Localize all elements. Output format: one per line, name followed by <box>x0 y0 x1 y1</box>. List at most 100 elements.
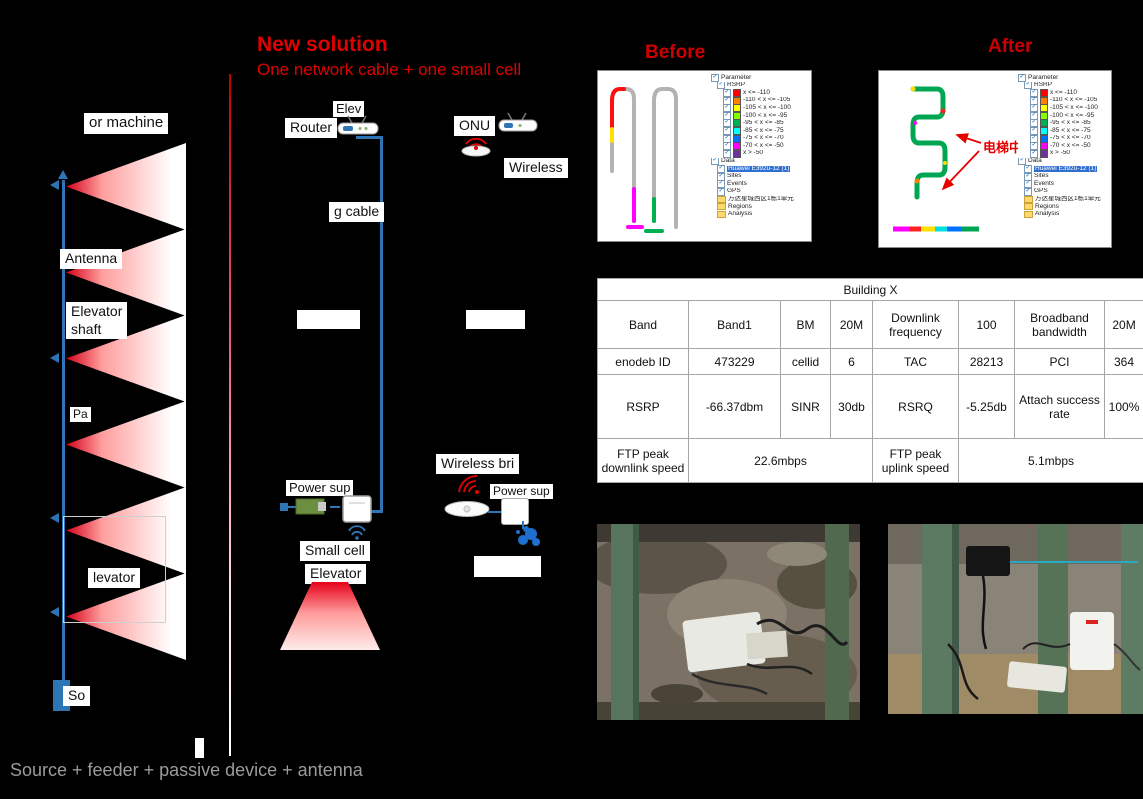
legend-item[interactable]: -70 < x <= -50 <box>723 142 809 150</box>
checkbox-icon[interactable] <box>723 134 731 143</box>
color-swatch <box>1040 119 1048 128</box>
checkbox-icon[interactable] <box>717 187 725 196</box>
tree-label: Regions <box>728 203 752 210</box>
legend-item[interactable]: -75 < x <= -70 <box>1030 134 1109 143</box>
checkbox-icon[interactable] <box>711 157 719 166</box>
tree-node-analysis[interactable]: Analysis <box>1024 211 1109 219</box>
checkbox-icon[interactable] <box>723 96 731 105</box>
checkbox-icon[interactable] <box>1030 104 1038 112</box>
cable-label: g cable <box>329 202 385 222</box>
feeder-arrow-icon <box>58 170 68 179</box>
legend-item[interactable]: x <= -110 <box>723 89 809 97</box>
tree-label: Sites <box>727 172 742 180</box>
network-cable <box>356 136 383 139</box>
folder-icon <box>717 203 726 211</box>
tree-node-regions[interactable]: Regions <box>1024 203 1109 211</box>
tree-label: GPS <box>1034 187 1048 195</box>
legend-item[interactable]: -95 < x <= -85 <box>723 119 809 128</box>
legend-item[interactable]: -85 < x <= -75 <box>723 127 809 135</box>
tree-node-parameter[interactable]: Parameter <box>1018 74 1109 82</box>
checkbox-icon[interactable] <box>717 165 725 173</box>
tree-node-site-folder[interactable]: 万达星城西区1栋1单元 <box>1024 196 1109 204</box>
checkbox-icon[interactable] <box>1024 180 1032 188</box>
tree-node-site-folder[interactable]: 万达星城西区1栋1单元 <box>717 196 809 204</box>
legend-item[interactable]: -75 < x <= -70 <box>723 134 809 143</box>
tree-node-gps[interactable]: GPS <box>1024 187 1109 196</box>
checkbox-icon[interactable] <box>1024 81 1032 90</box>
table-cell: enodeb ID <box>597 348 689 375</box>
wireless-transmitter-icon <box>458 134 494 163</box>
legend-item[interactable]: x > -50 <box>723 149 809 158</box>
legend-item[interactable]: x > -50 <box>1030 149 1109 158</box>
legend-item[interactable]: -110 < x <= -105 <box>1030 96 1109 105</box>
color-swatch <box>733 127 741 135</box>
checkbox-icon[interactable] <box>723 104 731 112</box>
checkbox-icon[interactable] <box>1030 111 1038 120</box>
checkbox-icon[interactable] <box>1030 96 1038 105</box>
legend-item[interactable]: -95 < x <= -85 <box>1030 119 1109 128</box>
blank-label-box <box>297 310 360 329</box>
tree-node-parameter[interactable]: Parameter <box>711 74 809 82</box>
table-cell: BM <box>780 300 831 349</box>
tree-node-rsrp[interactable]: RSRP <box>1024 81 1109 90</box>
onu-icon <box>496 112 540 139</box>
tree-node-data[interactable]: Data <box>711 157 809 166</box>
checkbox-icon[interactable] <box>1030 127 1038 135</box>
checkbox-icon[interactable] <box>1018 157 1026 166</box>
tree-node-device[interactable]: Huawei E392u-12 (1) <box>1024 165 1109 173</box>
checkbox-icon[interactable] <box>723 149 731 158</box>
coverage-cone <box>280 582 380 650</box>
checkbox-icon[interactable] <box>711 74 719 82</box>
tree-label: Analysis <box>1035 210 1060 218</box>
power-supply-label-2: Power sup <box>490 484 553 499</box>
antenna-beam <box>66 143 186 230</box>
tree-node-regions[interactable]: Regions <box>717 203 809 211</box>
tree-node-analysis[interactable]: Analysis <box>717 211 809 219</box>
tree-node-sites[interactable]: Sites <box>1024 172 1109 181</box>
checkbox-icon[interactable] <box>723 142 731 150</box>
checkbox-icon[interactable] <box>1030 142 1038 150</box>
checkbox-icon[interactable] <box>1024 165 1032 173</box>
legend-item[interactable]: -70 < x <= -50 <box>1030 142 1109 150</box>
legend-item[interactable]: -100 < x <= -95 <box>1030 111 1109 120</box>
tree-node-rsrp[interactable]: RSRP <box>717 81 809 90</box>
legend-item[interactable]: -85 < x <= -75 <box>1030 127 1109 135</box>
legend-item[interactable]: -105 < x <= -100 <box>723 104 809 112</box>
checkbox-icon[interactable] <box>1024 172 1032 181</box>
checkbox-icon[interactable] <box>717 180 725 188</box>
checkbox-icon[interactable] <box>717 172 725 181</box>
table-cell: 20M <box>1103 300 1143 349</box>
checkbox-icon[interactable] <box>723 119 731 128</box>
checkbox-icon[interactable] <box>723 111 731 120</box>
checkbox-icon[interactable] <box>1024 187 1032 196</box>
tree-node-device[interactable]: Huawei E392u-12 (1) <box>717 165 809 173</box>
tree-label: Events <box>1034 180 1054 187</box>
antenna-tap-icon <box>50 513 59 523</box>
tree-node-events[interactable]: Events <box>1024 180 1109 188</box>
tree-node-sites[interactable]: Sites <box>717 172 809 181</box>
legend-item[interactable]: -100 < x <= -95 <box>723 111 809 120</box>
checkbox-icon[interactable] <box>723 89 731 97</box>
legend-item[interactable]: -110 < x <= -105 <box>723 96 809 105</box>
tree-node-events[interactable]: Events <box>717 180 809 188</box>
checkbox-icon[interactable] <box>1030 149 1038 158</box>
checkbox-icon[interactable] <box>717 81 725 90</box>
checkbox-icon[interactable] <box>1030 134 1038 143</box>
checkbox-icon[interactable] <box>1030 119 1038 128</box>
tree-label: Regions <box>1035 203 1059 210</box>
checkbox-icon[interactable] <box>723 127 731 135</box>
mid-shaft-label: Pa <box>70 407 91 422</box>
tree-node-gps[interactable]: GPS <box>717 187 809 196</box>
wireless-bridge-label: Wireless bri <box>436 454 520 474</box>
legend-label: -100 < x <= -95 <box>743 111 788 119</box>
color-swatch <box>1040 96 1048 105</box>
checkbox-icon[interactable] <box>1030 89 1038 97</box>
legend-label: -110 < x <= -105 <box>1050 96 1098 104</box>
tree-node-data[interactable]: Data <box>1018 157 1109 166</box>
tree-label: Data <box>1028 157 1042 165</box>
legend-item[interactable]: -105 < x <= -100 <box>1030 104 1109 112</box>
checkbox-icon[interactable] <box>1018 74 1026 82</box>
table-cell: 100 <box>958 300 1015 349</box>
legend-item[interactable]: x <= -110 <box>1030 89 1109 97</box>
